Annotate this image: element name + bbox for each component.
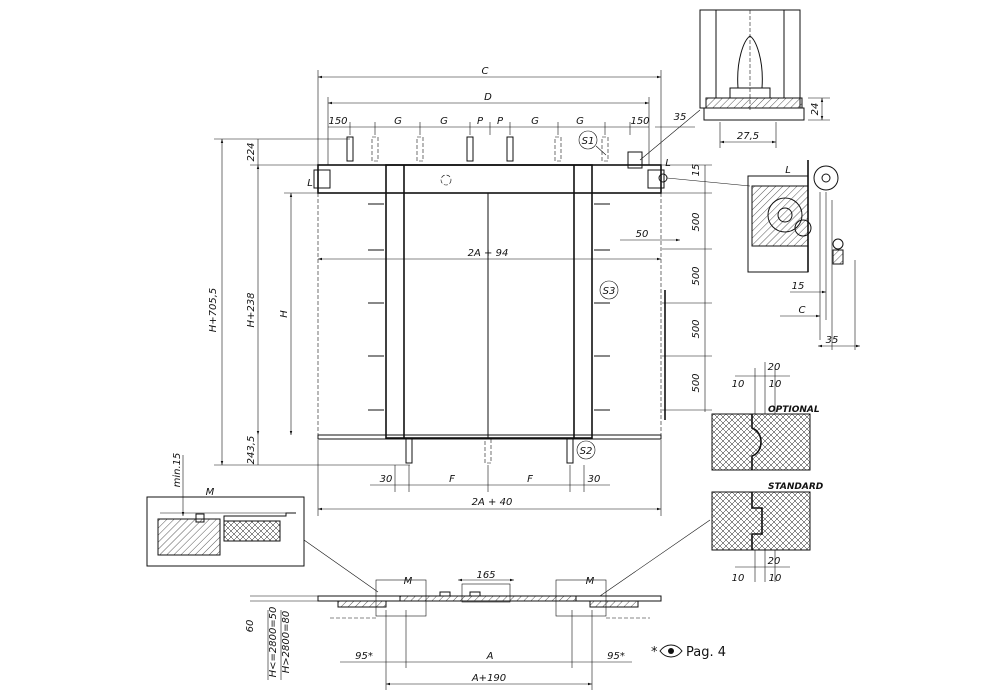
callout-s2: S2 xyxy=(580,446,593,457)
dim-35-top: 35 xyxy=(674,112,687,123)
dim-275: 27,5 xyxy=(737,131,759,142)
dim-10-standard-a: 10 xyxy=(732,573,745,584)
page-reference-note: * Pag. 4 xyxy=(651,644,726,660)
dim-g-1: G xyxy=(394,116,402,127)
wall-anchors-left xyxy=(368,203,384,411)
note-pag4: Pag. 4 xyxy=(686,645,726,660)
callout-s3-circle xyxy=(599,280,619,300)
detail-standard-joint: STANDARD 20 10 10 xyxy=(599,482,824,597)
ceiling-anchors xyxy=(346,136,609,162)
label-m-plan-left: M xyxy=(404,576,413,587)
detail-optional-joint: 20 10 10 OPTIONAL xyxy=(711,362,820,471)
dim-15-right: 15 xyxy=(691,164,702,177)
dim-15-detail: 15 xyxy=(792,281,805,292)
dim-a190: A+190 xyxy=(471,673,506,684)
dim-24: 24 xyxy=(810,103,821,116)
dim-g-2: G xyxy=(440,116,448,127)
dim-h: H xyxy=(279,310,290,318)
dim-2a94: 2A + 94 xyxy=(468,248,509,259)
dim-500-2: 500 xyxy=(691,266,702,285)
label-l-detail: L xyxy=(785,165,791,176)
label-l-right: L xyxy=(665,158,671,169)
dim-min15: min.15 xyxy=(172,453,183,488)
dim-224: 224 xyxy=(246,142,257,161)
note-star: * xyxy=(651,645,658,660)
label-standard: STANDARD xyxy=(768,482,824,492)
dim-30-right: 30 xyxy=(588,474,601,485)
dim-35-detail: 35 xyxy=(826,335,839,346)
dim-500-3: 500 xyxy=(691,319,702,338)
dim-p-2: P xyxy=(497,116,504,127)
label-l-left: L xyxy=(307,178,313,189)
dim-10-optional-a: 10 xyxy=(732,379,745,390)
dim-500-4: 500 xyxy=(691,373,702,392)
eye-pupil-icon xyxy=(668,648,674,654)
detail-top-right: 24 27,5 xyxy=(699,9,830,148)
dim-165: 165 xyxy=(476,570,495,581)
eye-icon xyxy=(659,644,683,658)
dim-95-left: 95* xyxy=(355,651,373,662)
floor-threshold xyxy=(317,434,662,440)
callout-s1: S1 xyxy=(582,136,595,147)
dim-60: 60 xyxy=(245,620,256,633)
door-frame xyxy=(385,164,593,439)
dim-30-left: 30 xyxy=(380,474,393,485)
wall-anchors-right xyxy=(594,203,610,411)
dim-g-3: G xyxy=(531,116,539,127)
dim-hgt: H>2800=80 xyxy=(281,611,292,673)
main-elevation: C D 150 G G P P G G 150 35 xyxy=(208,66,751,516)
callout-s1-circle xyxy=(578,130,598,150)
dim-150-left: 150 xyxy=(328,116,347,127)
dim-g-4: G xyxy=(576,116,584,127)
dim-95-right: 95* xyxy=(607,651,625,662)
dim-20-standard: 20 xyxy=(768,556,781,567)
dim-p-1: P xyxy=(477,116,484,127)
dim-10-standard-b: 10 xyxy=(769,573,782,584)
dim-150-right: 150 xyxy=(630,116,649,127)
callout-s2-circle xyxy=(576,440,596,460)
dim-2435: 243,5 xyxy=(246,436,257,465)
dim-a: A xyxy=(486,651,494,662)
detail-right-side: L 15 C 35 xyxy=(747,160,860,350)
dim-10-optional-b: 10 xyxy=(769,379,782,390)
bottom-plan-view: M M 165 60 H<=2800=50 H>2800=80 9 xyxy=(245,570,662,690)
dim-h7055: H+705,5 xyxy=(208,288,219,333)
label-optional: OPTIONAL xyxy=(768,405,820,415)
dim-f-2: F xyxy=(527,474,533,485)
dim-h238: H+238 xyxy=(246,293,257,328)
dim-d-label: D xyxy=(484,92,492,103)
dim-c-label: C xyxy=(482,66,489,77)
dim-f-1: F xyxy=(449,474,455,485)
callout-s3: S3 xyxy=(603,286,616,297)
label-m-plan-right: M xyxy=(586,576,595,587)
dim-50: 50 xyxy=(636,229,649,240)
label-m-detail: M xyxy=(206,487,215,498)
dim-hle: H<=2800=50 xyxy=(268,607,279,678)
dim-c-detail: C xyxy=(799,305,806,316)
detail-m-left: M min.15 xyxy=(146,453,379,593)
dim-2a40: 2A + 40 xyxy=(472,497,513,508)
dim-20-optional: 20 xyxy=(768,362,781,373)
dim-500-1: 500 xyxy=(691,212,702,231)
header-rail xyxy=(317,164,662,194)
